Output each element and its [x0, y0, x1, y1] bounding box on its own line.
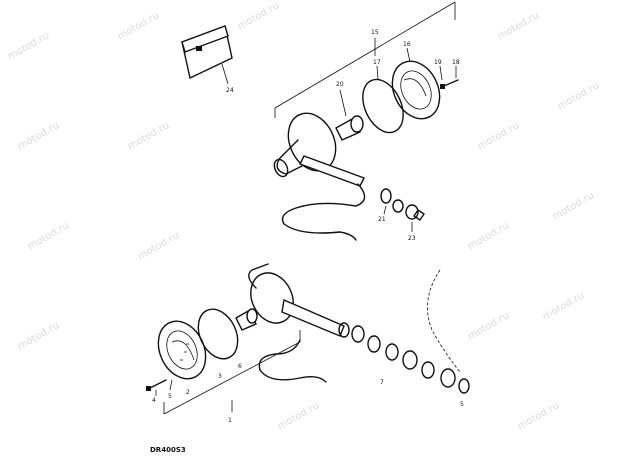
callout-23: 23 — [408, 235, 416, 242]
callout-6: 6 — [238, 363, 242, 370]
callout-5: 5 — [168, 393, 172, 400]
watermark-text: motod.ru — [236, 0, 281, 32]
watermark-text: motod.ru — [26, 220, 71, 252]
group-bracket-lower — [163, 330, 301, 415]
lens-screws-lower — [146, 379, 173, 396]
wire-lower — [258, 339, 327, 383]
hardware-chain-lower — [351, 325, 470, 394]
watermark-text: motod.ru — [16, 120, 61, 152]
callout-18: 18 — [452, 59, 460, 66]
watermark-text: motod.ru — [476, 120, 521, 152]
gasket-ring-upper — [362, 65, 404, 134]
watermark-text: motod.ru — [556, 80, 601, 112]
watermark-text: motod.ru — [466, 220, 511, 252]
lens-screws-upper — [439, 65, 459, 89]
watermark-text: motod.ru — [116, 10, 161, 42]
callout-2: 2 — [186, 389, 190, 396]
wire-lower-dashed — [427, 269, 461, 373]
callout-21: 21 — [378, 216, 386, 223]
callout-5b: 5 — [460, 401, 464, 408]
wire-upper — [281, 183, 366, 241]
callout-20: 20 — [336, 81, 344, 88]
turn-signal-housing-lower — [248, 263, 350, 338]
watermark-text: motod.ru — [276, 400, 321, 432]
watermark-text: motod.ru — [136, 230, 181, 262]
nut-washer-upper — [380, 188, 425, 232]
watermark-text: motod.ru — [551, 190, 596, 222]
watermark-text: motod.ru — [6, 30, 51, 62]
turn-signal-housing-upper — [273, 112, 365, 187]
watermark-text: motod.ru — [516, 400, 561, 432]
callout-16: 16 — [403, 41, 411, 48]
bulb-lower — [235, 308, 258, 331]
group-bracket-15 — [274, 1, 456, 118]
watermark-text: motod.ru — [126, 120, 171, 152]
watermark-text: motod.ru — [16, 320, 61, 352]
watermark-text: motod.ru — [496, 10, 541, 42]
bulb-upper — [335, 89, 364, 141]
figure-code: DR400S3 — [150, 446, 186, 454]
watermark-layer: motod.ru motod.ru motod.ru motod.ru moto… — [6, 0, 601, 432]
callout-15: 15 — [371, 29, 379, 36]
gasket-ring-lower — [197, 308, 239, 360]
callout-4: 4 — [152, 397, 156, 404]
callout-24: 24 — [226, 87, 234, 94]
callout-7: 7 — [380, 379, 384, 386]
callout-17: 17 — [373, 59, 381, 66]
turn-signal-lens-lower — [157, 320, 207, 380]
relay-box-part — [181, 25, 233, 85]
callout-3: 3 — [218, 373, 222, 380]
callout-1: 1 — [228, 417, 232, 424]
watermark-text: motod.ru — [466, 310, 511, 342]
turn-signal-lens-upper — [391, 47, 441, 120]
callout-19: 19 — [434, 59, 442, 66]
watermark-text: motod.ru — [541, 290, 586, 322]
